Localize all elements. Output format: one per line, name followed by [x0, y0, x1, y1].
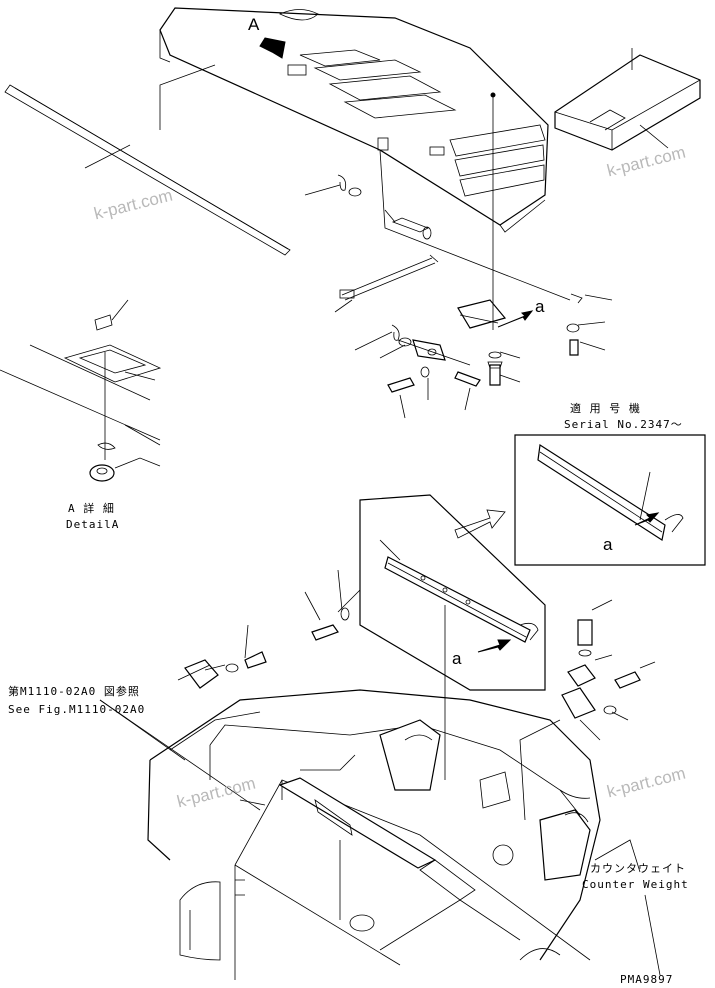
top-cover-panel — [159, 7, 571, 301]
ref-a-label-3: a — [452, 649, 462, 668]
spacer-block — [554, 48, 701, 151]
ref-arrow-icon — [477, 639, 512, 653]
flow-arrow-icon — [454, 509, 506, 539]
ref-arrow-icon — [497, 310, 534, 328]
clip-parts — [304, 174, 412, 359]
bolt-set-center — [387, 293, 613, 419]
bolt-set-left — [304, 569, 361, 641]
serial-jp-label: 適 用 号 機 — [570, 402, 641, 415]
rubber-strip — [4, 64, 291, 256]
ref-arrow-icon — [634, 512, 660, 526]
pin — [384, 209, 432, 240]
leader-lines — [99, 699, 661, 976]
counterweight-frame — [147, 689, 601, 980]
drawing-code: PMA9897 — [620, 973, 674, 986]
bracket-assembly — [397, 92, 534, 366]
bolt-set-right — [519, 599, 656, 821]
ref-a-label-1: a — [535, 297, 545, 316]
counterweight-en-label: Counter Weight — [582, 878, 689, 891]
see-fig-en-label: See Fig.M1110-02A0 — [8, 703, 146, 716]
view-a-label: A — [248, 15, 260, 34]
gas-spring — [334, 254, 439, 313]
ref-a-label-2: a — [603, 535, 613, 554]
detail-en-label: DetailA — [66, 518, 120, 531]
bolt-set-frame-left — [177, 624, 267, 689]
counterweight-jp-label: カウンタウェイト — [590, 862, 686, 875]
detail-jp-label: A 詳 細 — [68, 502, 115, 515]
view-arrow-icon — [259, 37, 286, 59]
see-fig-jp-label: 第M1110-02A0 図参照 — [8, 685, 140, 698]
serial-en-label: Serial No.2347～ — [564, 418, 683, 431]
detail-a-view — [0, 299, 162, 482]
serial-detail-box — [514, 434, 706, 566]
mounting-plate — [359, 494, 546, 780]
